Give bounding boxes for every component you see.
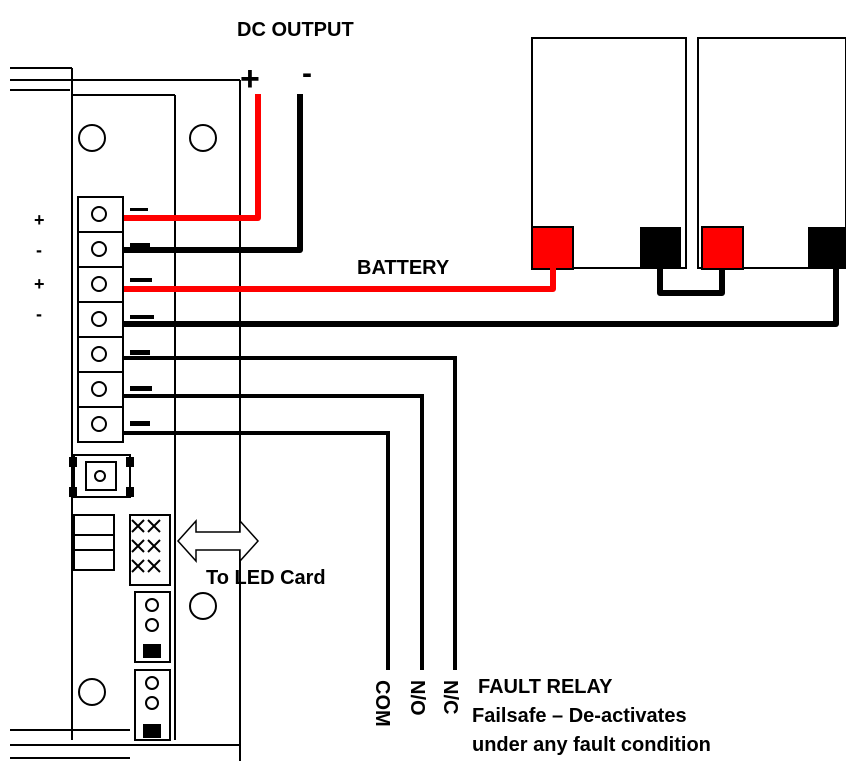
terminal-polarity-1: + — [34, 210, 45, 230]
pcb-silkscreen-marks — [130, 208, 154, 426]
to-led-card-arrow — [176, 519, 260, 563]
battery-1 — [531, 37, 687, 270]
dc-output-title: DC OUTPUT — [237, 19, 354, 41]
enclosure-top-lines — [10, 67, 240, 91]
com-wire — [124, 431, 390, 670]
enclosure-bottom-lines — [10, 729, 240, 759]
pcb-component — [69, 454, 134, 498]
battery-positive-wire — [124, 268, 556, 292]
lower-connectors — [134, 591, 171, 741]
terminal-screw — [91, 381, 107, 397]
terminal-polarity-4: - — [36, 304, 42, 324]
nc-label: N/C — [439, 680, 461, 714]
no-wire — [124, 394, 424, 670]
battery-2-positive-terminal — [701, 226, 744, 270]
terminal-screw — [91, 346, 107, 362]
com-label: COM — [371, 680, 393, 727]
battery-1-negative-terminal — [640, 227, 681, 269]
pcb-board — [71, 68, 241, 761]
battery-2-negative-terminal — [808, 227, 846, 269]
battery-link-wire — [657, 268, 725, 296]
fault-relay-title: FAULT RELAY — [478, 676, 613, 698]
battery-negative-wire — [124, 268, 839, 327]
terminal-block — [77, 196, 124, 443]
terminal-screw — [91, 241, 107, 257]
fault-relay-line2: under any fault condition — [472, 734, 711, 756]
battery-2 — [697, 37, 846, 270]
terminal-polarity-3: + — [34, 274, 45, 294]
wires — [124, 94, 839, 327]
terminal-screw — [91, 311, 107, 327]
dc-output-plus-label: + — [240, 60, 260, 98]
battery-label: BATTERY — [357, 257, 450, 279]
terminal-screw — [91, 276, 107, 292]
no-label: N/O — [406, 680, 428, 716]
to-led-card-label: To LED Card — [206, 567, 326, 589]
dc-output-positive-wire — [124, 94, 261, 221]
battery-1-positive-terminal — [531, 226, 574, 270]
dc-output-negative-wire — [124, 94, 303, 253]
fault-relay-line1: Failsafe – De-activates — [472, 705, 687, 727]
nc-wire — [124, 356, 457, 670]
terminal-screws — [91, 206, 107, 432]
led-card-header — [73, 514, 171, 586]
dc-output-minus-label: - — [302, 57, 312, 90]
terminal-screw — [91, 416, 107, 432]
relay-wires — [124, 356, 457, 670]
terminal-polarity-2: - — [36, 240, 42, 260]
terminal-screw — [91, 206, 107, 222]
